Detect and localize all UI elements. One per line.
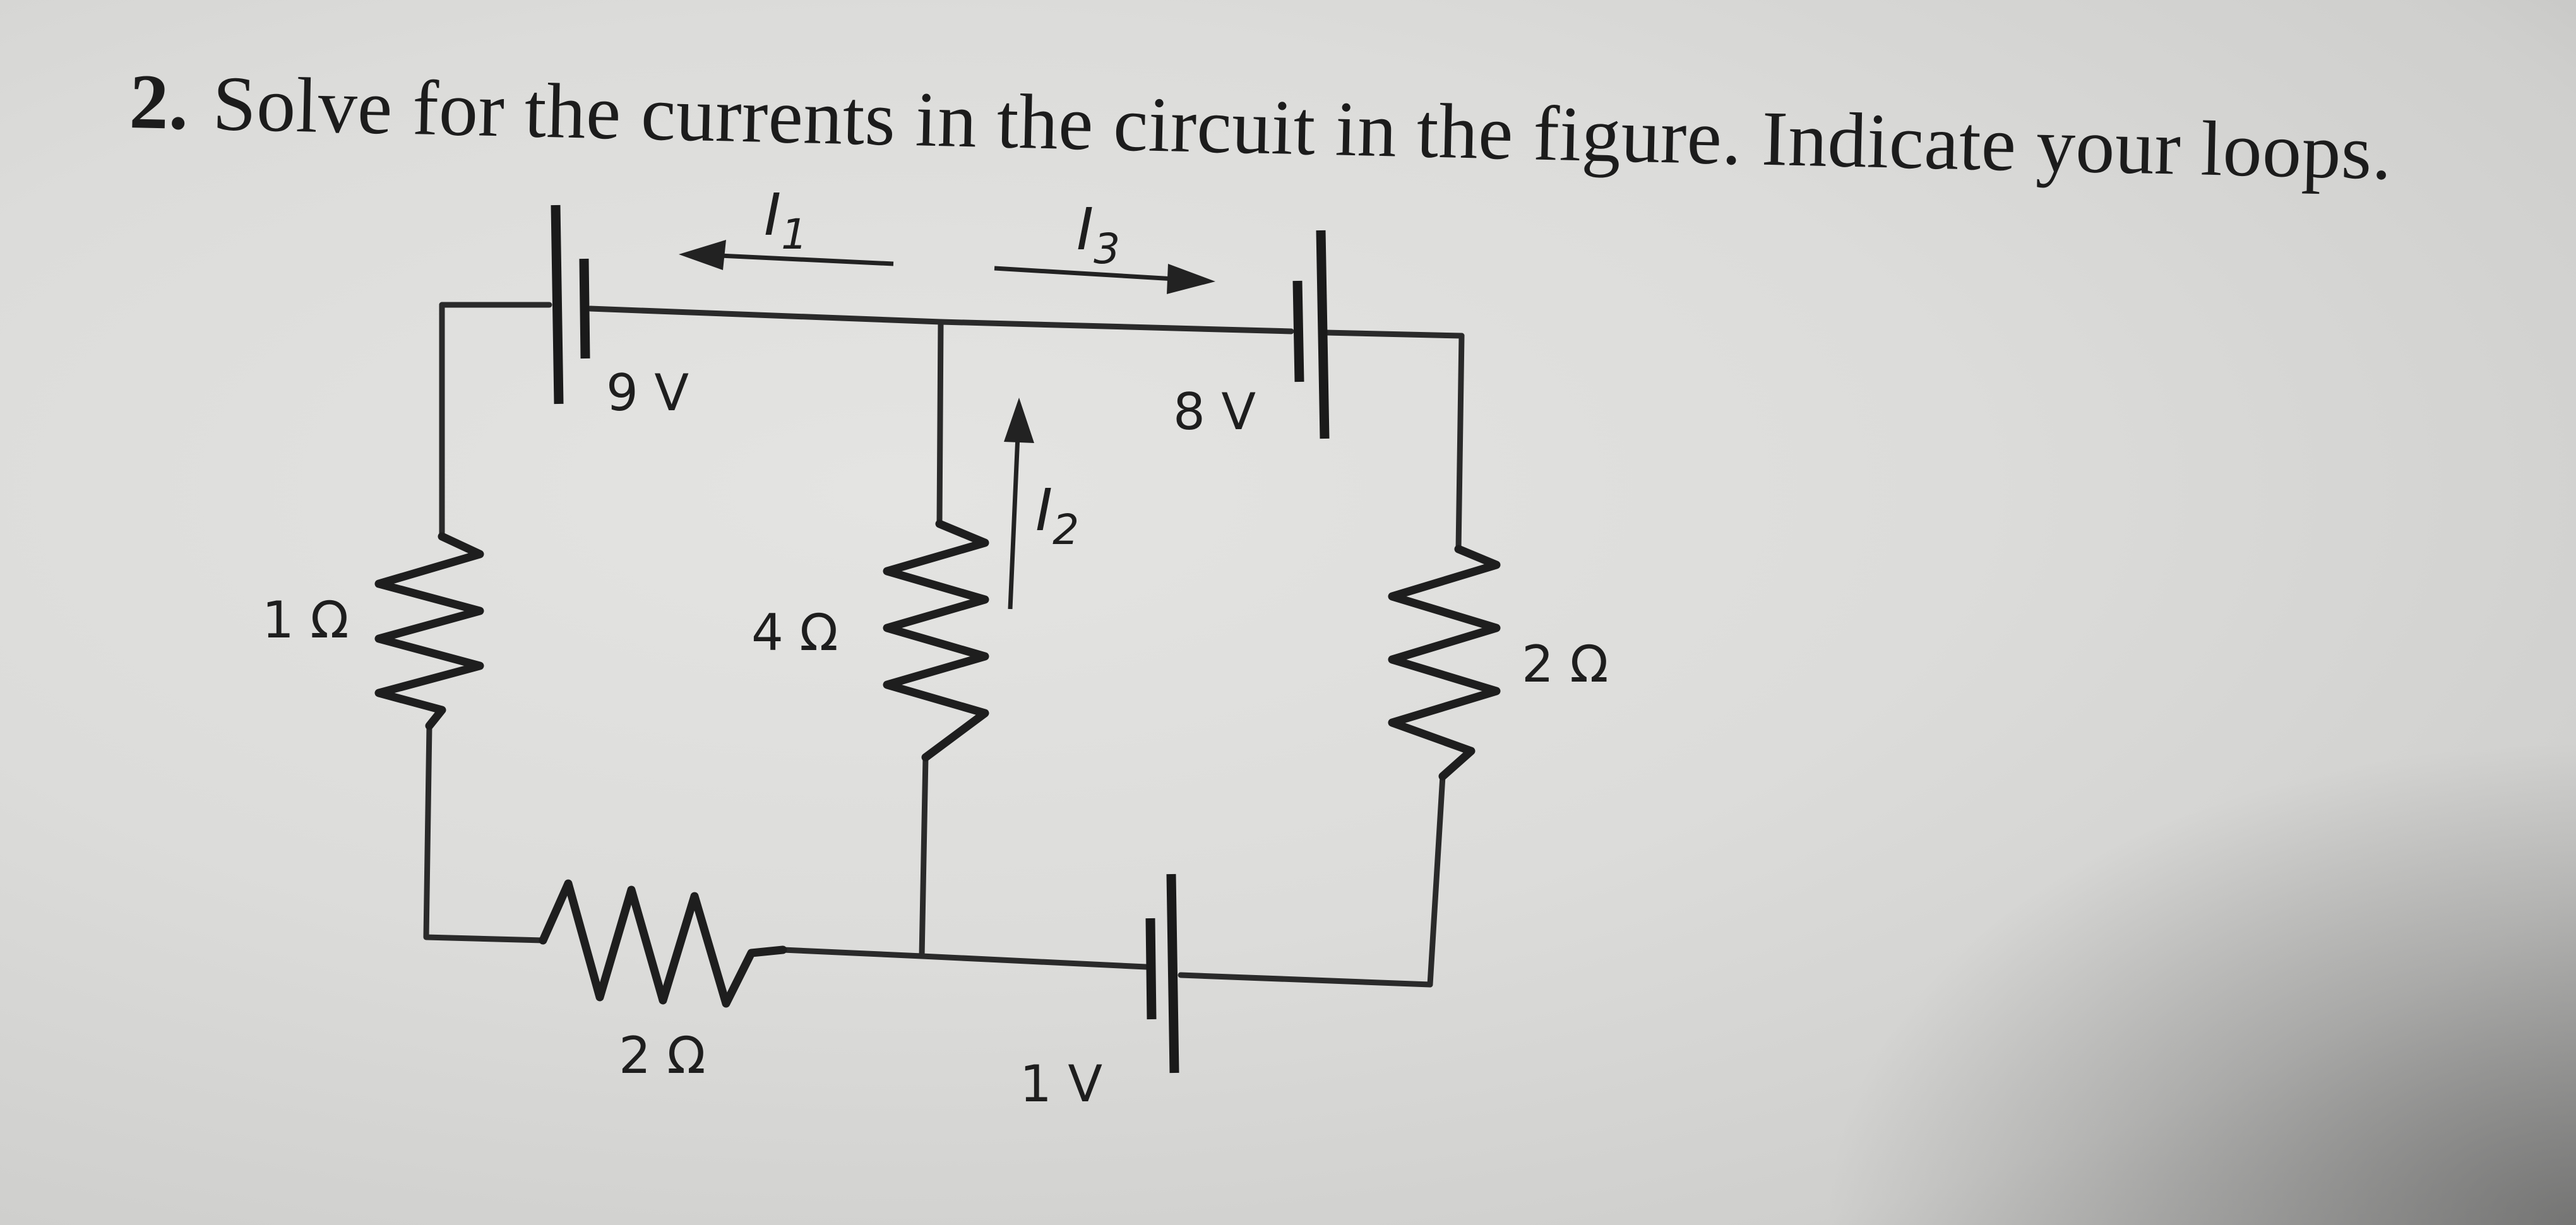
- battery-8v-short-plate: [1292, 280, 1304, 382]
- current-i2-arrow-head: [1004, 398, 1034, 443]
- battery-9v-label: 9 V: [606, 364, 689, 422]
- battery-1v-label: 1 V: [1020, 1055, 1102, 1113]
- resistor-middle-label: 4 Ω: [751, 603, 838, 662]
- current-i3-arrow-line: [994, 266, 1175, 281]
- wire-bottom-left: [780, 947, 925, 959]
- battery-8v-long-plate: [1316, 230, 1330, 439]
- wire-left-lower: [423, 723, 546, 944]
- resistor-bottom-label: 2 Ω: [619, 1026, 705, 1085]
- wire-right-upper: [1455, 333, 1465, 552]
- current-i2-label: I2: [1035, 476, 1079, 554]
- resistor-left-zigzag: [374, 532, 484, 730]
- current-i3-label: I3: [1076, 196, 1120, 273]
- current-i3-arrow-head: [1167, 264, 1215, 294]
- resistor-bottom-zigzag: [539, 879, 787, 1008]
- wire-bottom-right: [1178, 972, 1433, 988]
- battery-9v-long-plate: [551, 204, 564, 405]
- wire-top-right: [1323, 329, 1465, 339]
- wire-bottom-middle: [919, 953, 1149, 970]
- wire-middle-upper: [936, 319, 944, 527]
- current-i1-arrow-head: [679, 240, 726, 270]
- resistor-left-label: 1 Ω: [262, 591, 349, 649]
- current-i2-arrow-line: [1008, 435, 1020, 610]
- wire-right-lower: [1427, 773, 1446, 988]
- resistor-right-label: 2 Ω: [1522, 635, 1608, 694]
- battery-1v-short-plate: [1145, 918, 1157, 1020]
- battery-8v-label: 8 V: [1173, 382, 1256, 441]
- current-i1-label: I1: [764, 181, 808, 259]
- resistor-middle-zigzag: [883, 519, 989, 762]
- current-i1-arrow-line: [719, 253, 894, 266]
- wire-middle-lower: [919, 754, 929, 959]
- battery-1v-long-plate: [1166, 873, 1179, 1074]
- resistor-right-zigzag: [1388, 545, 1501, 781]
- battery-9v-short-plate: [579, 258, 590, 359]
